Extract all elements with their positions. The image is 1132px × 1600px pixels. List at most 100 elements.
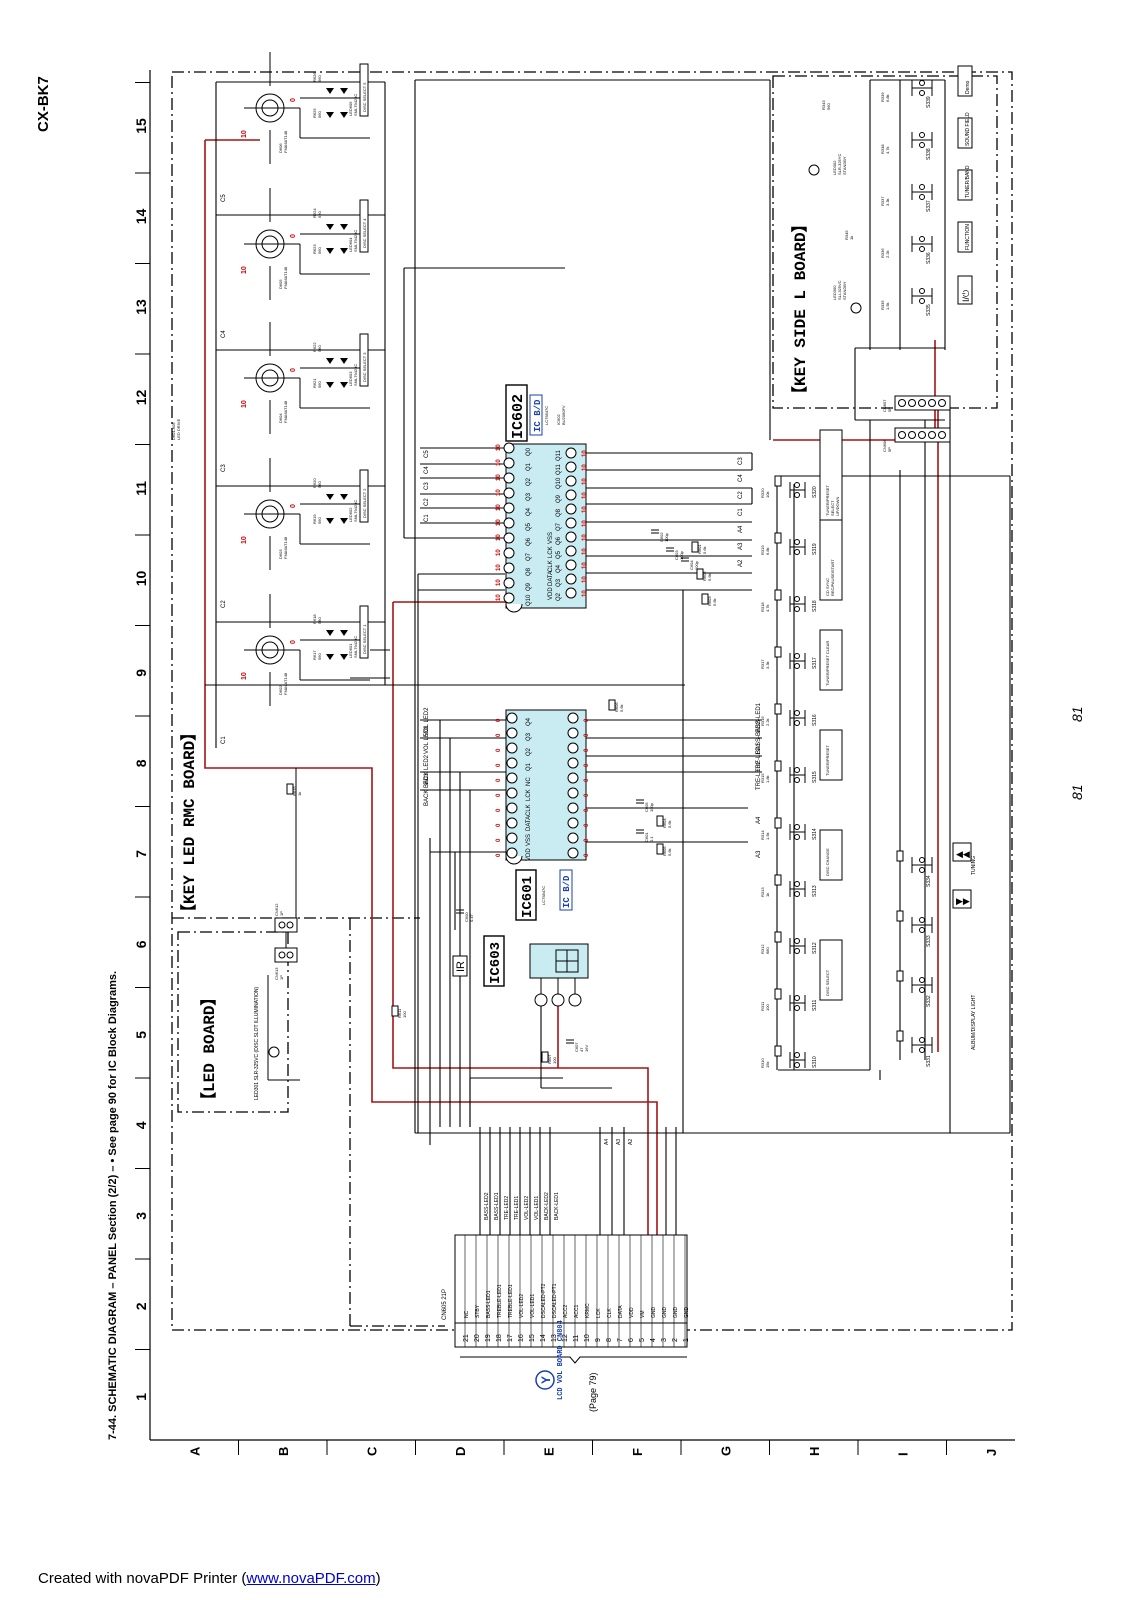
pin-voltage: 0	[584, 733, 590, 737]
disc-select-1: DISC SELECT 1	[362, 624, 367, 654]
switch-resistor: R312	[760, 944, 765, 954]
switch-ref: S333	[926, 935, 932, 947]
pin-voltage: 0	[496, 763, 502, 767]
cn-y-letter: Y	[539, 1376, 553, 1384]
cn607-label: 5P	[887, 407, 892, 412]
capacitor-label: C603	[674, 550, 679, 560]
column-label-7: 7	[133, 850, 149, 858]
switch-ref: S315	[812, 771, 818, 783]
pin-voltage: 0	[496, 778, 502, 782]
ic601-pin-VDD: VDD	[526, 848, 532, 861]
ic602-bpin-VSS: VSS	[548, 532, 554, 544]
switch-S332[interactable]: S332	[896, 970, 933, 1007]
ic602-rpin-Q6: Q6	[556, 536, 562, 545]
led-board-label: 【LED BOARD】	[200, 990, 219, 1108]
row-label-J: J	[984, 1449, 999, 1456]
key-side-label: FUNCTION	[965, 224, 971, 250]
led302-label: STANDBY	[842, 156, 847, 175]
switch-S331[interactable]: S331	[896, 1030, 933, 1067]
switch-S333[interactable]: S333	[896, 910, 933, 947]
switch-S334[interactable]: S334	[896, 850, 933, 887]
led302-label: SLR-325YC	[837, 154, 842, 175]
resistor-label: 100	[402, 1011, 407, 1018]
column-label-3: 3	[133, 1212, 149, 1220]
voltage-mark: 0	[290, 234, 297, 238]
capacitor-label: C605	[644, 802, 649, 812]
led302-label: LED302	[832, 160, 837, 175]
pin-voltage: 10	[496, 489, 502, 496]
pin-voltage: 0	[584, 763, 590, 767]
cn605-pin-17: 17	[507, 1334, 514, 1342]
capacitor-label: C602	[659, 532, 664, 542]
side-number-top: 81	[1069, 706, 1085, 722]
cn605-pin-10: 10	[584, 1334, 591, 1342]
cn605-signal: CLK	[607, 1308, 613, 1318]
skip-back-icon: ◀◀	[956, 849, 970, 859]
led-resistor-b: R622	[312, 342, 317, 352]
ic602-label-box: IC602 IC B/D	[505, 384, 543, 442]
switch-ref: S311	[812, 999, 818, 1011]
switch-ref: S338	[926, 148, 932, 160]
voltage-mark: 10	[241, 400, 248, 408]
switch-resistor: R311	[760, 1001, 765, 1011]
novapdf-link[interactable]: www.novaPDF.com	[246, 1570, 376, 1587]
switch-resistor: 6.8k	[765, 547, 770, 555]
transistor-2: FMA6AT148	[283, 536, 288, 559]
ic602-pin-Q5: Q5	[526, 522, 532, 531]
capacitor-label: 100p	[694, 560, 699, 570]
cn605-signal: DSCALED-PT2	[541, 1283, 547, 1318]
voltage-mark: 0	[290, 368, 297, 372]
switch-ref: S312	[812, 942, 818, 954]
ic601-pin-Q1: Q1	[526, 762, 532, 771]
ic602-rpin-Q9: Q9	[556, 494, 562, 503]
row-label-E: E	[541, 1447, 556, 1456]
switch-ref: S320	[812, 486, 818, 498]
cn605-pin-2: 2	[672, 1338, 679, 1342]
ic601-pin-DATA: DATA	[526, 816, 532, 831]
bus-label: BACK-LED1	[554, 1192, 560, 1220]
resistor-label: 1k	[297, 792, 302, 796]
switch-resistor: R314	[760, 830, 765, 840]
pin-voltage: 0	[496, 748, 502, 752]
cn605-pin-14: 14	[540, 1334, 547, 1342]
internal-dividers	[172, 917, 445, 1330]
capacitor-label: C600	[464, 912, 469, 922]
switch-ref: S316	[812, 714, 818, 726]
resistor-label: 5.6k	[667, 820, 672, 828]
ic601-right-5: A3	[756, 850, 762, 858]
capacitor-label: C601	[644, 832, 649, 842]
ic602-signal-C1: C1	[738, 508, 744, 516]
ic601-pin-VSS: VSS	[526, 834, 532, 846]
diagram-title: 7-44. SCHEMATIC DIAGRAM – PANEL Section …	[107, 971, 119, 1440]
ic602-pin-Q2: Q2	[526, 477, 532, 486]
led-resistor-b: R626	[312, 72, 317, 82]
transistor-4: FMA6AT148	[283, 266, 288, 289]
column-net: C4	[221, 330, 227, 338]
switch-ref: S336	[926, 252, 932, 264]
pin-voltage: 10	[582, 534, 588, 541]
switch-label: DISC SELECT	[825, 969, 830, 996]
key-label-box	[957, 117, 973, 149]
cn605-pin-21: 21	[463, 1334, 470, 1342]
capacitor-label: C604	[689, 560, 694, 570]
capacitor-label: 0.1	[649, 836, 654, 842]
ic601-right-4: A4	[756, 816, 762, 824]
